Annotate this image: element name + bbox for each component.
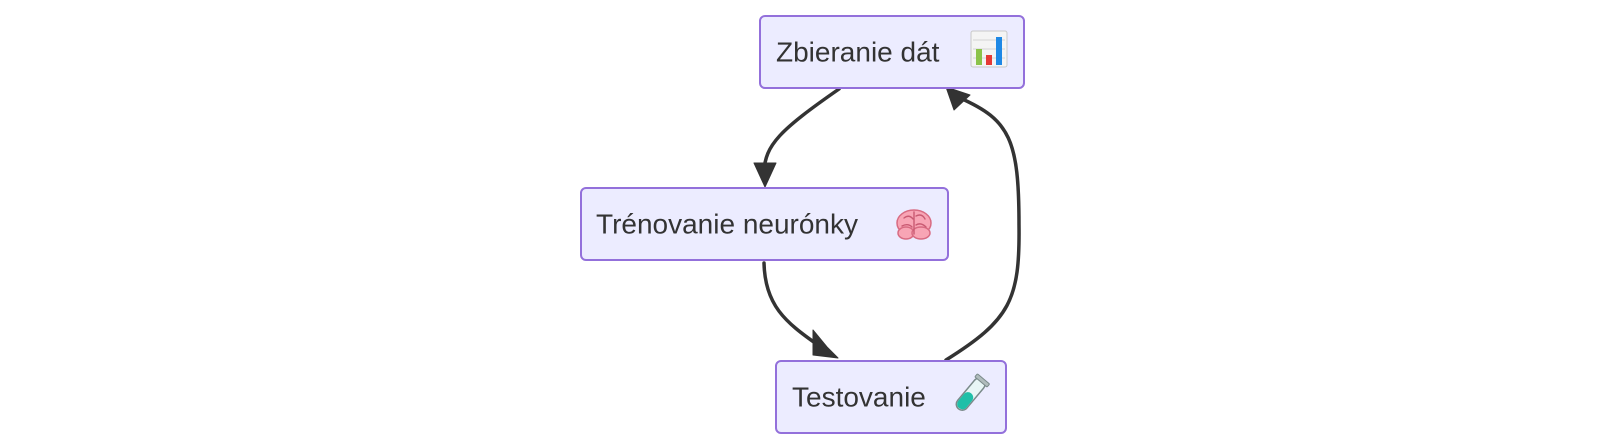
node-collect[interactable]: Zbieranie dát [759, 15, 1025, 89]
node-test[interactable]: Testovanie [775, 360, 1007, 434]
arrowhead-train [753, 162, 777, 188]
node-collect-label: Zbieranie dát [776, 37, 940, 68]
edge-train-to-test [762, 261, 820, 347]
arrowhead-collect [945, 86, 971, 111]
brain-icon [896, 209, 932, 240]
edges [753, 86, 1021, 362]
bar-chart-icon [970, 30, 1008, 68]
node-train[interactable]: Trénovanie neurónky [580, 187, 949, 261]
node-test-label: Testovanie [792, 382, 926, 413]
test-tube-icon [955, 373, 990, 411]
node-train-label: Trénovanie neurónky [596, 209, 858, 240]
edge-test-to-collect [944, 96, 1021, 362]
arrowhead-test [812, 329, 839, 359]
edge-collect-to-train [762, 87, 841, 174]
